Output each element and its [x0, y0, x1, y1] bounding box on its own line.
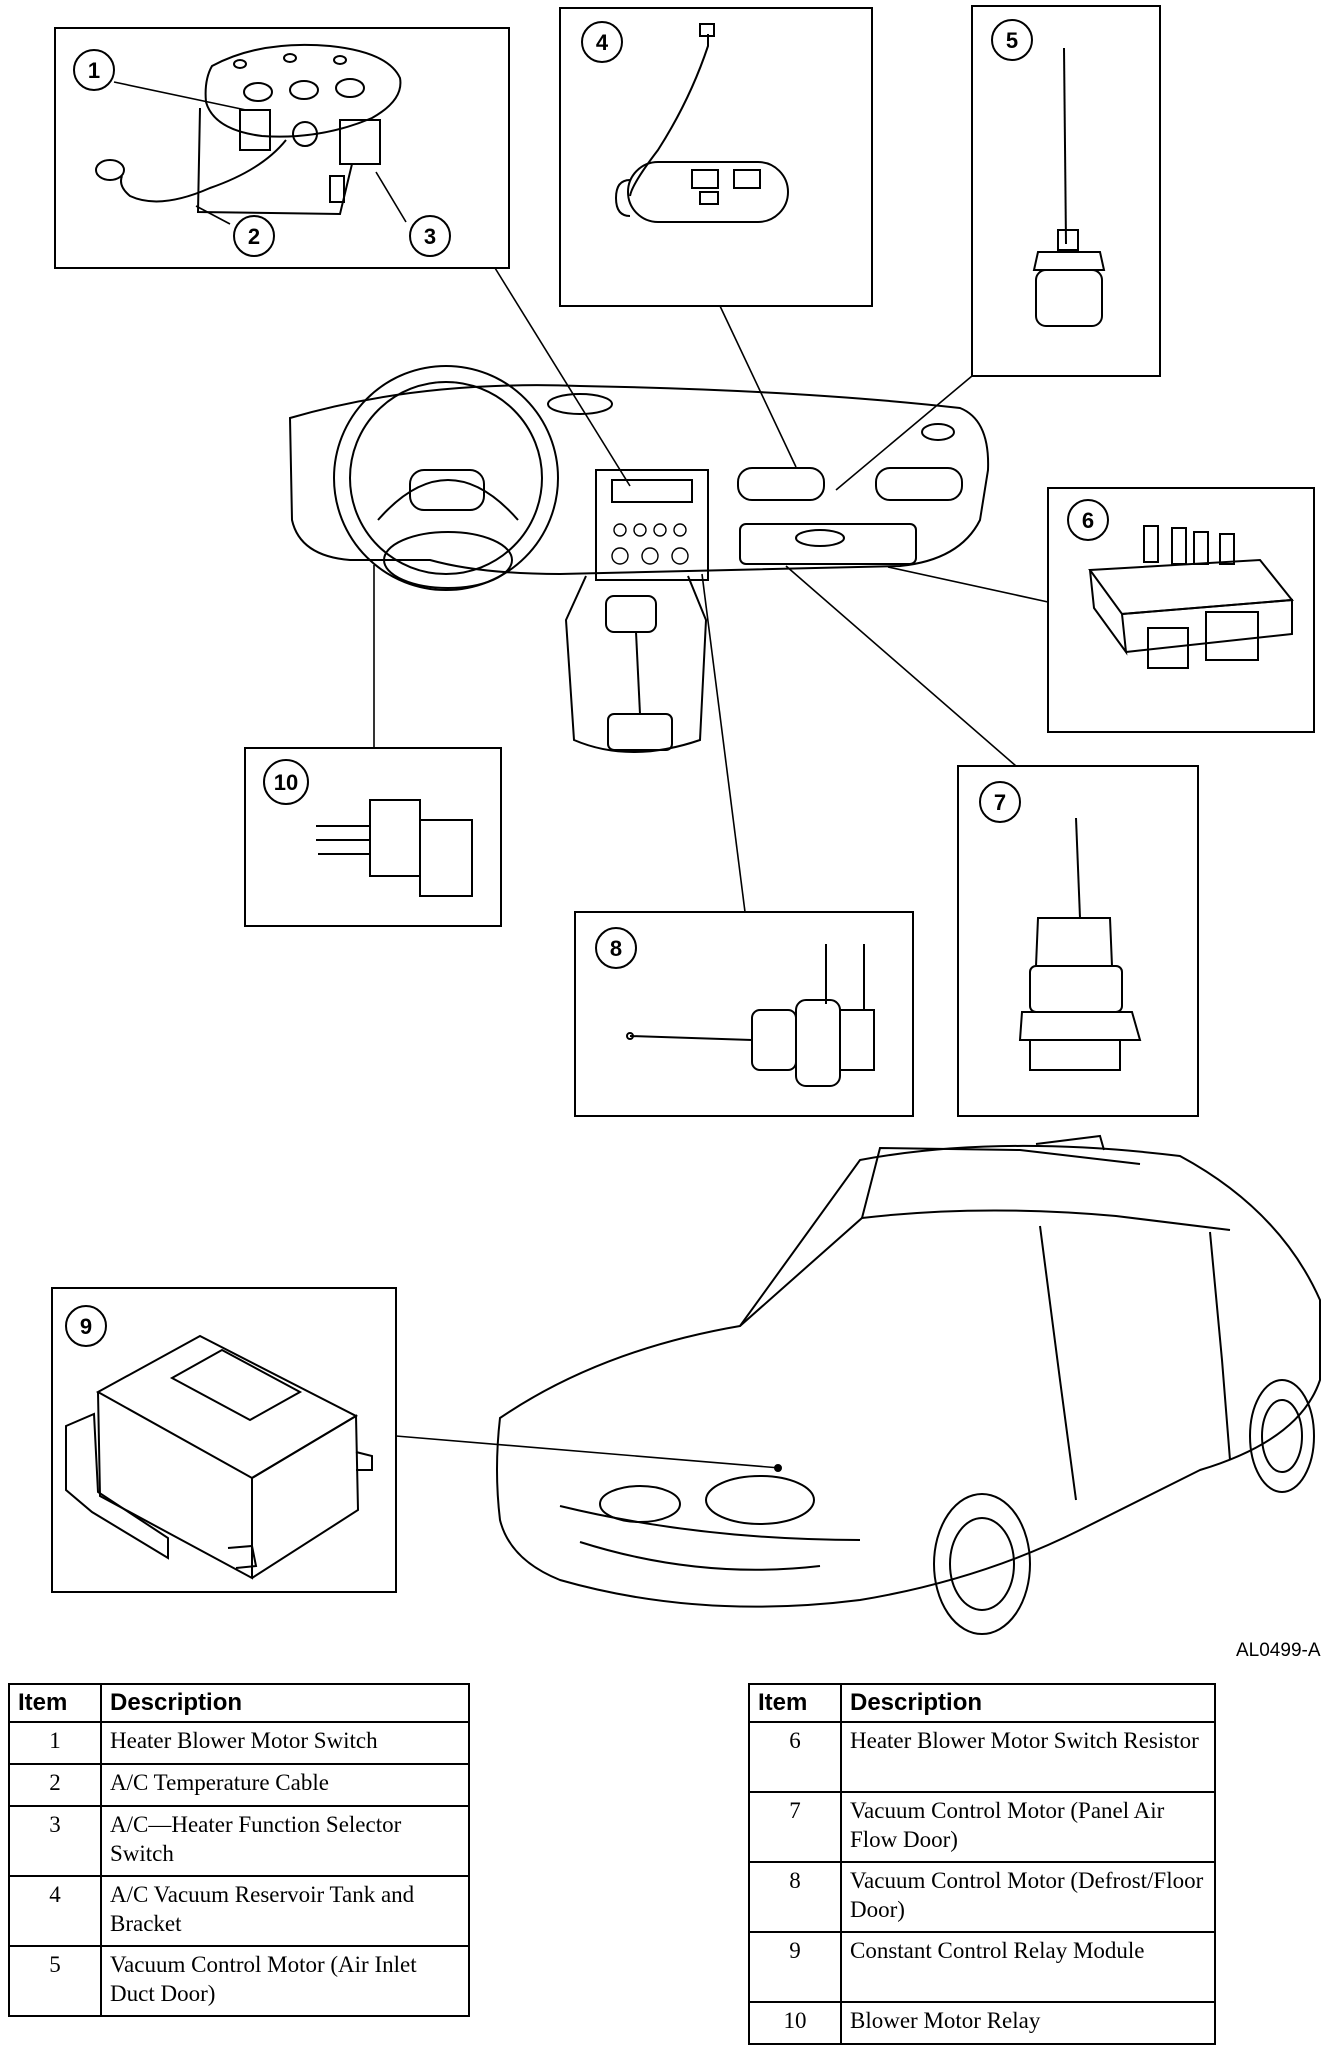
callout-3: 3: [409, 215, 451, 257]
item-description: Vacuum Control Motor (Air Inlet Duct Doo…: [100, 1945, 470, 2017]
parts-table-right: Item Description 6 Heater Blower Motor S…: [748, 1683, 1216, 2045]
item-description: A/C—Heater Function Selector Switch: [100, 1805, 470, 1877]
callout-label: 9: [80, 1314, 92, 1339]
inset-box-1-2-3: [54, 27, 510, 269]
item-number: 2: [8, 1763, 102, 1807]
table-row: 10 Blower Motor Relay: [748, 2001, 1216, 2045]
callout-5: 5: [991, 19, 1033, 61]
inset-box-7: [957, 765, 1199, 1117]
item-description: Blower Motor Relay: [840, 2001, 1216, 2045]
item-description: Vacuum Control Motor (Panel Air Flow Doo…: [840, 1791, 1216, 1863]
blower-resistor-drawing: [1088, 525, 1294, 669]
item-description: Heater Blower Motor Switch: [100, 1721, 470, 1765]
blower-motor-relay-drawing: [316, 799, 473, 897]
item-description: Heater Blower Motor Switch Resistor: [840, 1721, 1216, 1793]
table-row: 9 Constant Control Relay Module: [748, 1931, 1216, 2003]
table-row: 7 Vacuum Control Motor (Panel Air Flow D…: [748, 1791, 1216, 1863]
column-header-item: Item: [8, 1683, 102, 1723]
figure-code: AL0499-A: [1236, 1640, 1321, 1661]
inset-box-4: [559, 7, 873, 307]
table-row: 2 A/C Temperature Cable: [8, 1763, 470, 1807]
inset-box-6: [1047, 487, 1315, 733]
table-row: 1 Heater Blower Motor Switch: [8, 1721, 470, 1765]
table-row: 6 Heater Blower Motor Switch Resistor: [748, 1721, 1216, 1793]
item-number: 1: [8, 1721, 102, 1765]
column-header-item: Item: [748, 1683, 842, 1723]
vacuum-motor-panel-drawing: [1018, 817, 1142, 1071]
parts-table-left: Item Description 1 Heater Blower Motor S…: [8, 1683, 470, 2017]
callout-1: 1: [73, 49, 115, 91]
callout-label: 10: [274, 770, 298, 795]
item-description: A/C Vacuum Reservoir Tank and Bracket: [100, 1875, 470, 1947]
table-row: 4 A/C Vacuum Reservoir Tank and Bracket: [8, 1875, 470, 1947]
callout-10: 10: [263, 759, 309, 805]
vacuum-reservoir-drawing: [614, 23, 789, 223]
item-number: 4: [8, 1875, 102, 1947]
item-number: 9: [748, 1931, 842, 2003]
callout-7: 7: [979, 781, 1021, 823]
inset-box-10: [244, 747, 502, 927]
item-number: 3: [8, 1805, 102, 1877]
column-header-description: Description: [100, 1683, 470, 1723]
callout-label: 6: [1082, 508, 1094, 533]
vacuum-motor-defrost-drawing: [626, 944, 875, 1087]
callout-label: 1: [88, 58, 100, 83]
instrument-panel-drawing: [288, 365, 990, 753]
callout-label: 2: [248, 224, 260, 249]
item-number: 8: [748, 1861, 842, 1933]
item-description: Vacuum Control Motor (Defrost/Floor Door…: [840, 1861, 1216, 1933]
callout-label: 8: [610, 936, 622, 961]
vehicle-drawing: [496, 1134, 1321, 1635]
callout-8: 8: [595, 927, 637, 969]
table-row: 8 Vacuum Control Motor (Defrost/Floor Do…: [748, 1861, 1216, 1933]
inset-box-9: [51, 1287, 397, 1593]
callout-label: 4: [596, 30, 609, 55]
item-description: A/C Temperature Cable: [100, 1763, 470, 1807]
callout-group: 1 2 3 4 5 6 7 8: [65, 19, 1109, 1347]
callout-2: 2: [233, 215, 275, 257]
relay-module-drawing: [65, 1334, 373, 1580]
leader-lines: [113, 81, 1049, 1469]
inset-box-5: [971, 5, 1161, 377]
callout-9: 9: [65, 1305, 107, 1347]
vacuum-motor-air-inlet-drawing: [1032, 47, 1106, 327]
component-location-diagram: 1 2 3 4 5 6 7 8: [51, 5, 1321, 1635]
callout-4: 4: [581, 21, 623, 63]
callout-label: 5: [1006, 28, 1018, 53]
item-number: 10: [748, 2001, 842, 2045]
inset-box-8: [574, 911, 914, 1117]
table-row: 5 Vacuum Control Motor (Air Inlet Duct D…: [8, 1945, 470, 2017]
callout-label: 7: [994, 790, 1006, 815]
item-number: 7: [748, 1791, 842, 1863]
control-head-drawing: [95, 43, 402, 216]
item-number: 5: [8, 1945, 102, 2017]
item-number: 6: [748, 1721, 842, 1793]
column-header-description: Description: [840, 1683, 1216, 1723]
table-row: 3 A/C—Heater Function Selector Switch: [8, 1805, 470, 1877]
item-description: Constant Control Relay Module: [840, 1931, 1216, 2003]
callout-6: 6: [1067, 499, 1109, 541]
callout-label: 3: [424, 224, 436, 249]
